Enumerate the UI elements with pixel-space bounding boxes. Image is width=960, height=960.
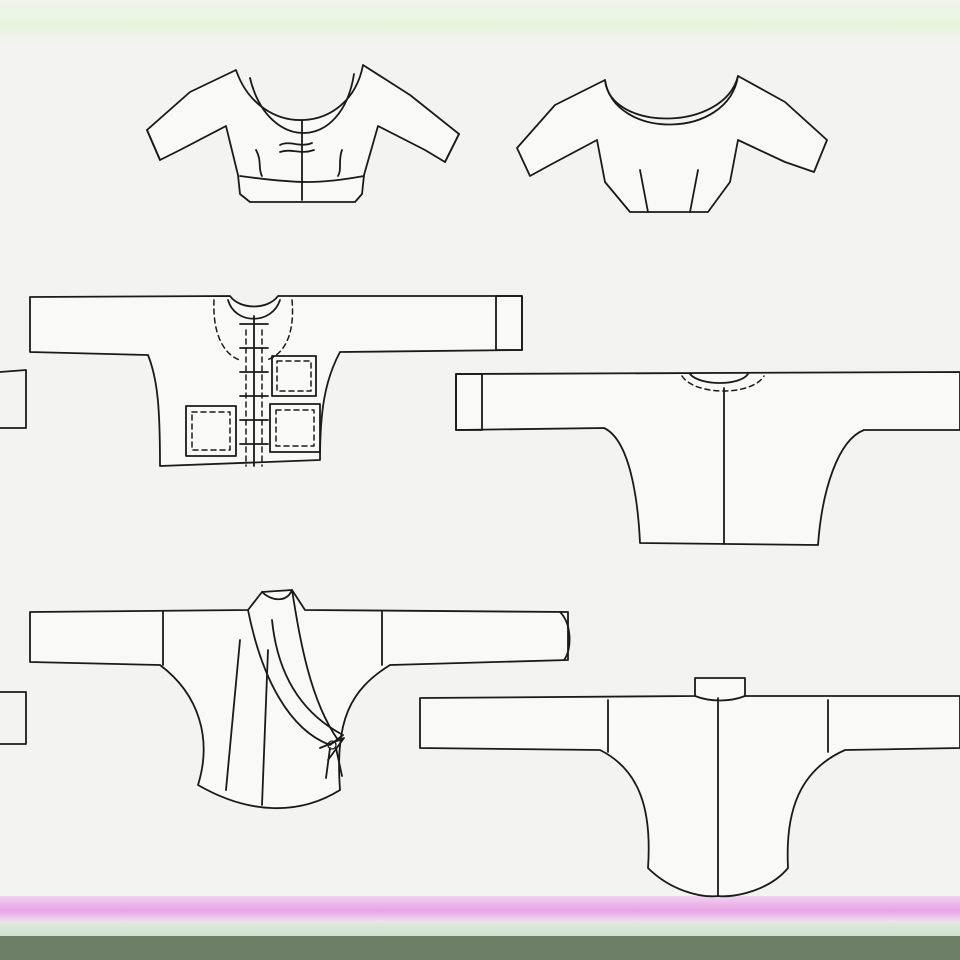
fitted-blouse-gathered [146, 64, 460, 203]
green-color-band [0, 922, 960, 936]
jacket-with-pockets [0, 295, 523, 467]
fitted-blouse-plain [516, 75, 828, 213]
wrap-top [0, 589, 571, 810]
pink-color-band [0, 896, 960, 922]
olive-color-band [0, 936, 960, 960]
top-color-band [0, 0, 960, 42]
dolman-top [455, 371, 960, 546]
dolman-top-stand-collar [419, 677, 960, 898]
